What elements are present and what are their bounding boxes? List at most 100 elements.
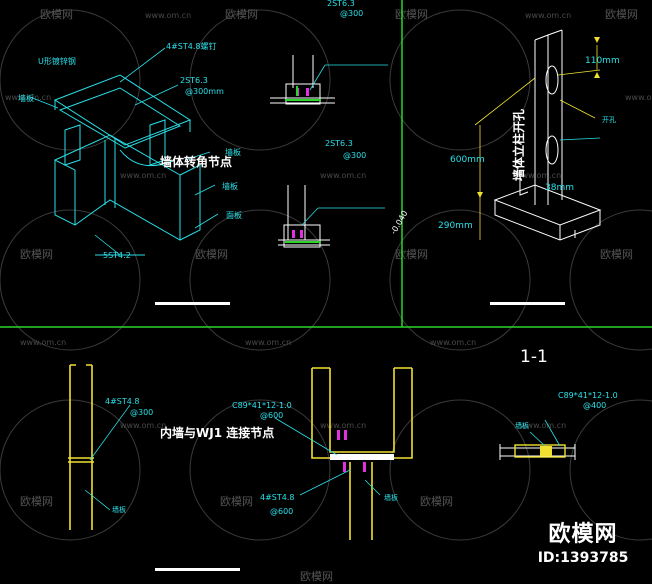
watermark-tile-url: www.om.cn — [5, 93, 51, 102]
tc-screw-mid-note: @300 — [343, 151, 366, 160]
br-section-note: @400 — [583, 401, 606, 410]
frame-dividers — [0, 0, 652, 328]
br-section: C89*41*12-1.0 — [558, 391, 618, 400]
watermark-tiles — [0, 9, 652, 541]
corner-node-title: 墙体转角节点 — [160, 154, 232, 169]
inner-wall-detail — [68, 364, 94, 530]
bl-screw: 4#ST4.8 — [105, 397, 139, 406]
u-channel-curve — [119, 149, 176, 167]
inner-wall-texts: 4#ST4.8 @300 墙板 — [105, 397, 153, 514]
stud-flanges — [64, 119, 166, 166]
inner-wall-stud — [69, 364, 93, 530]
watermark-tile-url: www.om.cn — [625, 93, 652, 102]
watermark-tile-text: 欧模网 — [220, 495, 253, 508]
section-1-1-fills — [540, 446, 552, 456]
tc-screw-top-note: @300 — [340, 9, 363, 18]
dim-38: 38mm — [545, 183, 574, 193]
watermark-brand: 欧模网 — [548, 522, 618, 547]
inner-wall-title: 内墙与WJ1 连接节点 — [160, 425, 274, 440]
dim-290: 290mm — [438, 221, 473, 231]
bc-screw-note: @600 — [270, 507, 293, 516]
screw-bottom-label: 5ST4.2 — [103, 251, 131, 260]
section-1-1-title: 1-1 — [520, 347, 548, 367]
watermark-tile-text: 欧模网 — [395, 8, 428, 21]
watermark-tile-text: 欧模网 — [300, 570, 333, 583]
bc-screw: 4#ST4.8 — [260, 493, 294, 502]
top-center-leaders — [301, 64, 388, 226]
stud-hole-upper — [545, 65, 559, 95]
title-underline — [155, 302, 230, 305]
title-underline-tr — [490, 302, 565, 305]
u-channel-inner — [58, 87, 182, 149]
side-c-label: 面板 — [226, 210, 242, 220]
watermark-id: ID:1393785 — [537, 550, 629, 566]
watermark-tile-text: 欧模网 — [20, 248, 53, 261]
br-label: 墙板 — [515, 421, 529, 430]
watermark-tile-text: 欧模网 — [605, 8, 638, 21]
tc-screw-mid: 2ST6.3 — [325, 139, 353, 148]
corner-node-detail — [53, 74, 201, 256]
stud-leaders — [559, 137, 601, 141]
screw-mid-note: @300mm — [185, 87, 224, 96]
watermark-tile-text: 欧模网 — [420, 495, 453, 508]
watermark-tile-text: 欧模网 — [600, 248, 633, 261]
watermark-tile-urls: www.om.cn www.om.cn www.om.cn www.om.cn … — [5, 11, 652, 430]
section-1-1-channel — [514, 444, 566, 458]
bc-side-label: 墙板 — [384, 493, 398, 502]
side-a-label: 墙板 — [225, 147, 241, 157]
corner-node-texts: U形镀锌钢 4#ST4.8螺钉 2ST6.3 @300mm 5ST4.2 墙板 … — [18, 41, 242, 260]
watermark-tile-url: www.om.cn — [145, 11, 191, 20]
bl-side-label: 墙板 — [112, 505, 126, 514]
section-1-1-texts: C89*41*12-1.0 @400 墙板 — [515, 391, 618, 430]
screw-top-label: 4#ST4.8螺钉 — [166, 41, 216, 51]
watermark-tile-url: www.om.cn — [525, 11, 571, 20]
stud-hole-lower — [545, 135, 559, 165]
u-channel-label: U形镀锌钢 — [38, 56, 76, 66]
stud-dimensions — [474, 45, 601, 240]
watermark-tile-text: 欧模网 — [395, 248, 428, 261]
screw-mid-label: 2ST6.3 — [180, 76, 208, 85]
bl-screw-note: @300 — [130, 408, 153, 417]
watermark-tile-text: 欧模网 — [40, 8, 73, 21]
corner-stud — [104, 138, 116, 208]
title-underline-bl — [155, 568, 240, 571]
section-1-1-leaders — [529, 419, 561, 447]
stud-opening-detail — [493, 29, 602, 241]
top-center-highlights — [285, 86, 321, 243]
watermark-tile-url: www.om.cn — [120, 421, 166, 430]
side-left-label: 墙板 — [18, 93, 34, 103]
watermark-tile-url: www.om.cn — [120, 171, 166, 180]
watermark-tile-url: www.om.cn — [520, 421, 566, 430]
watermark-tile-url: www.om.cn — [430, 338, 476, 347]
stud — [534, 29, 563, 205]
watermark-tile-text: 欧模网 — [225, 8, 258, 21]
u-section-leaders — [274, 417, 381, 496]
watermark-tile-text: 欧模网 — [195, 248, 228, 261]
u-section-stud — [349, 462, 373, 540]
wall-panel-corner — [54, 134, 181, 241]
watermark-tile-url: www.om.cn — [515, 171, 561, 180]
watermark-tile-url: www.om.cn — [320, 421, 366, 430]
top-center-texts: 2ST6.3 @300 2ST6.3 @300 — [325, 0, 366, 160]
side-b-label: 墙板 — [222, 181, 238, 191]
watermark-tile-url: www.om.cn — [20, 338, 66, 347]
hole-label: 开孔 — [602, 116, 616, 124]
bc-section: C89*41*12-1.0 — [232, 401, 292, 410]
u-section-fills — [330, 430, 394, 472]
inner-wall-leaders — [84, 404, 131, 511]
bc-section-note: @600 — [260, 411, 283, 420]
dim-600: 600mm — [450, 155, 485, 165]
u-section-texts: C89*41*12-1.0 @600 4#ST4.8 @600 墙板 — [232, 401, 398, 516]
tc-screw-top: 2ST6.3 — [327, 0, 355, 8]
stud-dimension-ticks — [477, 37, 600, 198]
watermark-logo: 欧模网 ID:1393785 — [534, 516, 632, 566]
corner-node-leaders — [29, 47, 219, 256]
stud-opening-title: 墙体立柱开孔 — [511, 109, 526, 181]
watermark-tile-url: www.om.cn — [320, 171, 366, 180]
section-1-1-detail — [499, 444, 576, 460]
stud-texts: 110mm 600mm 290mm 38mm 开孔 — [438, 56, 620, 231]
watermark-tile-labels: 欧模网 欧模网 欧模网 欧模网 欧模网 欧模网 欧模网 欧模网 欧模网 欧模网 … — [20, 8, 638, 583]
watermark-tile-text: 欧模网 — [20, 495, 53, 508]
